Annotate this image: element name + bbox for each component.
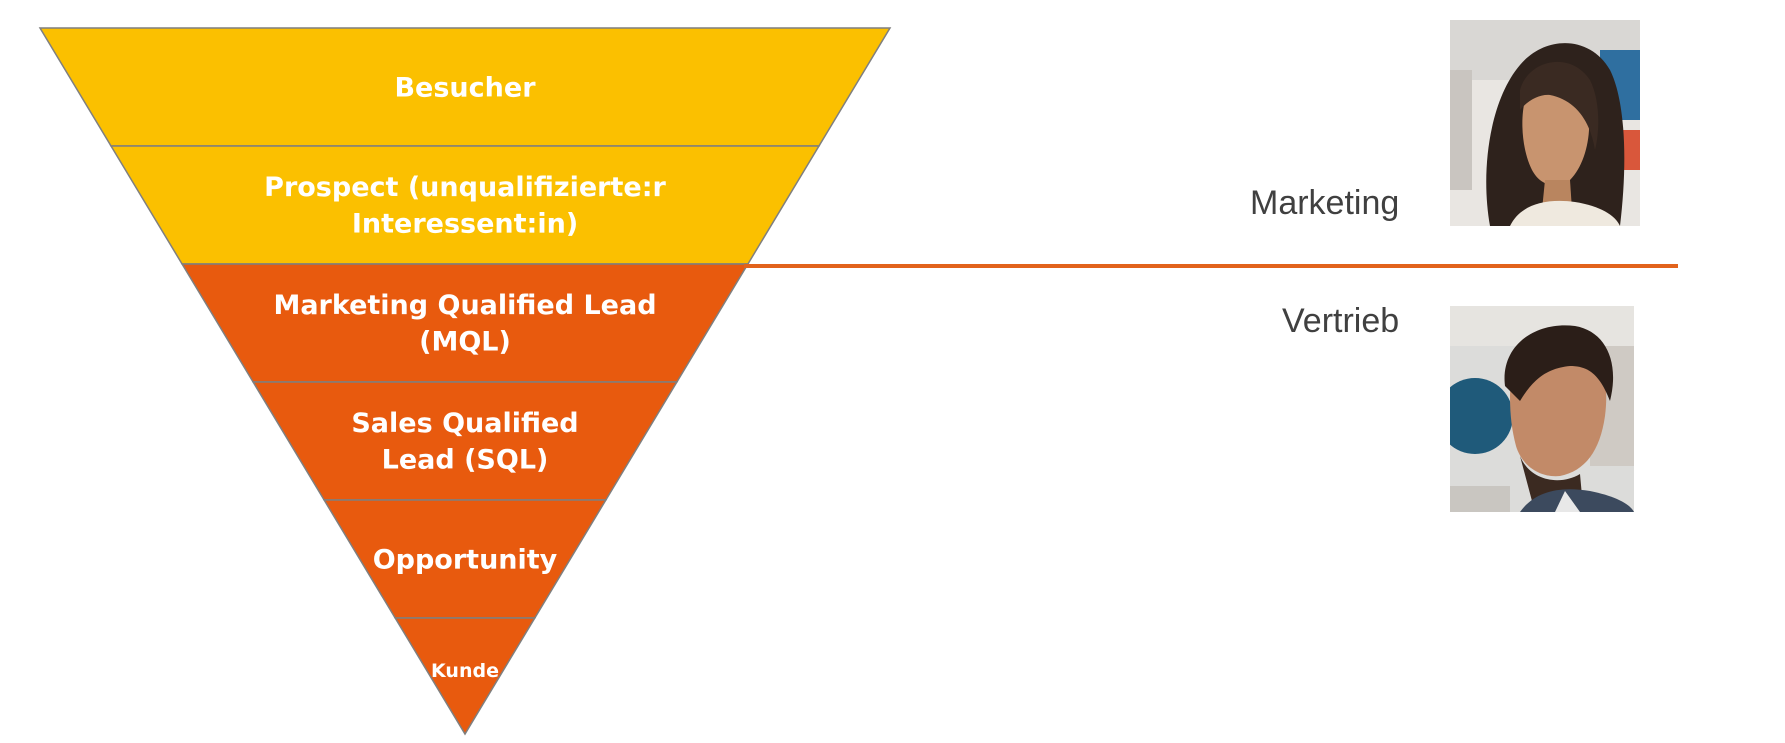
funnel-stage-3 <box>180 263 750 383</box>
funnel-stage-6 <box>393 617 537 736</box>
funnel-stage-1-label-line-1: Besucher <box>394 72 536 103</box>
funnel-stage-3-label-line-1: Marketing Qualified Lead <box>273 290 656 321</box>
funnel-stage-4 <box>251 381 679 501</box>
funnel-stage-6-label-line-1: Kunde <box>431 660 499 682</box>
team-label-marketing: Marketing <box>1250 184 1400 222</box>
funnel-stage-4-label-line-1: Sales Qualified <box>351 408 578 439</box>
funnel-stage-2-label-line-2: Interessent:in) <box>352 209 578 240</box>
funnel-stage-2 <box>109 145 821 265</box>
funnel-stage-2-label-line-1: Prospect (unqualifizierte:r <box>264 172 666 203</box>
woman-portrait-icon <box>1450 20 1640 226</box>
marketing-sales-divider <box>744 264 1678 268</box>
funnel-stage-5-label-line-1: Opportunity <box>373 544 558 575</box>
man-portrait-icon <box>1450 306 1634 512</box>
funnel-stage-4-label-line-2: Lead (SQL) <box>382 445 549 476</box>
team-label-sales: Vertrieb <box>1282 302 1400 340</box>
funnel-stage-3-label-line-2: (MQL) <box>419 327 511 358</box>
